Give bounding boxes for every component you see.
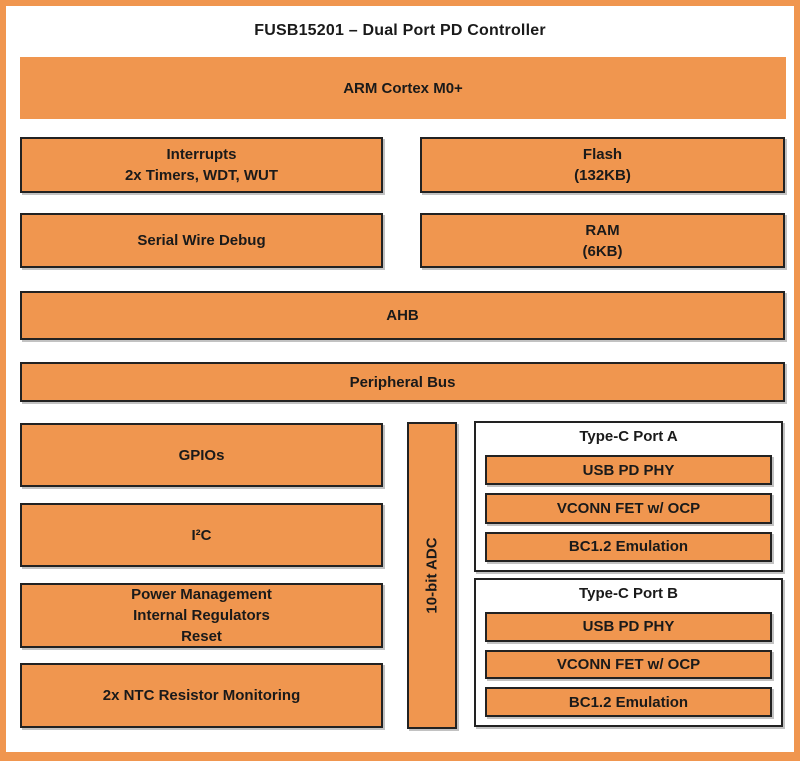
group-type-c-port-b: Type-C Port B USB PD PHY VCONN FET w/ OC… — [474, 578, 783, 727]
block-ntc-resistor-monitoring: 2x NTC Resistor Monitoring — [20, 663, 383, 728]
block-port-b-usb-pd-phy-label: USB PD PHY — [582, 618, 675, 636]
block-port-a-vconn-fet: VCONN FET w/ OCP — [485, 493, 772, 524]
block-peripheral-bus: Peripheral Bus — [20, 362, 785, 402]
block-ram-line1: RAM — [585, 221, 620, 239]
block-ram-line2: (6KB) — [582, 242, 623, 260]
block-ahb-label: AHB — [386, 307, 419, 324]
block-port-a-usb-pd-phy: USB PD PHY — [485, 455, 772, 486]
block-flash-line2: (132KB) — [574, 167, 631, 184]
block-port-b-vconn-fet-label: VCONN FET w/ OCP — [556, 656, 701, 673]
block-port-a-bc12-emulation: BC1.2 Emulation — [485, 531, 772, 562]
block-flash: Flash (132KB) — [420, 137, 785, 193]
block-ntc-resistor-monitoring-label: 2x NTC Resistor Monitoring — [102, 687, 301, 704]
block-serial-wire-debug-label: Serial Wire Debug — [137, 232, 266, 249]
block-interrupts-line1: Interrupts — [166, 146, 237, 163]
block-port-a-usb-pd-phy-label: USB PD PHY — [582, 461, 675, 479]
block-arm-cortex-m0: ARM Cortex M0+ — [20, 57, 786, 119]
group-type-c-port-a: Type-C Port A USB PD PHY VCONN FET w/ OC… — [474, 421, 783, 572]
block-arm-cortex-m0-label: ARM Cortex M0+ — [343, 79, 463, 97]
block-peripheral-bus-label: Peripheral Bus — [349, 373, 456, 391]
diagram-title: FUSB15201 – Dual Port PD Controller — [254, 22, 546, 39]
block-port-a-bc12-emulation-label: BC1.2 Emulation — [568, 538, 689, 556]
block-flash-line1: Flash — [582, 146, 623, 163]
group-type-c-port-b-title: Type-C Port B — [579, 585, 678, 602]
block-i2c-label: I²C — [191, 526, 212, 544]
block-ram: RAM (6KB) — [420, 213, 785, 268]
block-i2c: I²C — [20, 503, 383, 567]
group-type-c-port-a-title: Type-C Port A — [579, 428, 678, 445]
block-interrupts-line2: 2x Timers, WDT, WUT — [124, 167, 279, 184]
block-10bit-adc: 10-bit ADC — [407, 422, 457, 729]
block-power-management-line3: Reset — [181, 628, 222, 645]
block-port-b-bc12-emulation-label: BC1.2 Emulation — [568, 693, 689, 711]
block-10bit-adc-label: 10-bit ADC — [423, 537, 441, 614]
block-gpios: GPIOs — [20, 423, 383, 487]
block-power-management-line2: Internal Regulators — [133, 607, 270, 624]
block-interrupts-timers: Interrupts 2x Timers, WDT, WUT — [20, 137, 383, 193]
block-gpios-label: GPIOs — [178, 446, 225, 464]
block-port-b-usb-pd-phy: USB PD PHY — [485, 612, 772, 642]
block-port-b-vconn-fet: VCONN FET w/ OCP — [485, 649, 772, 680]
block-serial-wire-debug: Serial Wire Debug — [20, 213, 383, 268]
block-port-b-bc12-emulation: BC1.2 Emulation — [485, 687, 772, 718]
block-power-management: Power Management Internal Regulators Res… — [20, 583, 383, 648]
block-power-management-line1: Power Management — [131, 586, 272, 603]
block-ahb: AHB — [20, 291, 785, 340]
block-port-a-vconn-fet-label: VCONN FET w/ OCP — [556, 499, 701, 517]
